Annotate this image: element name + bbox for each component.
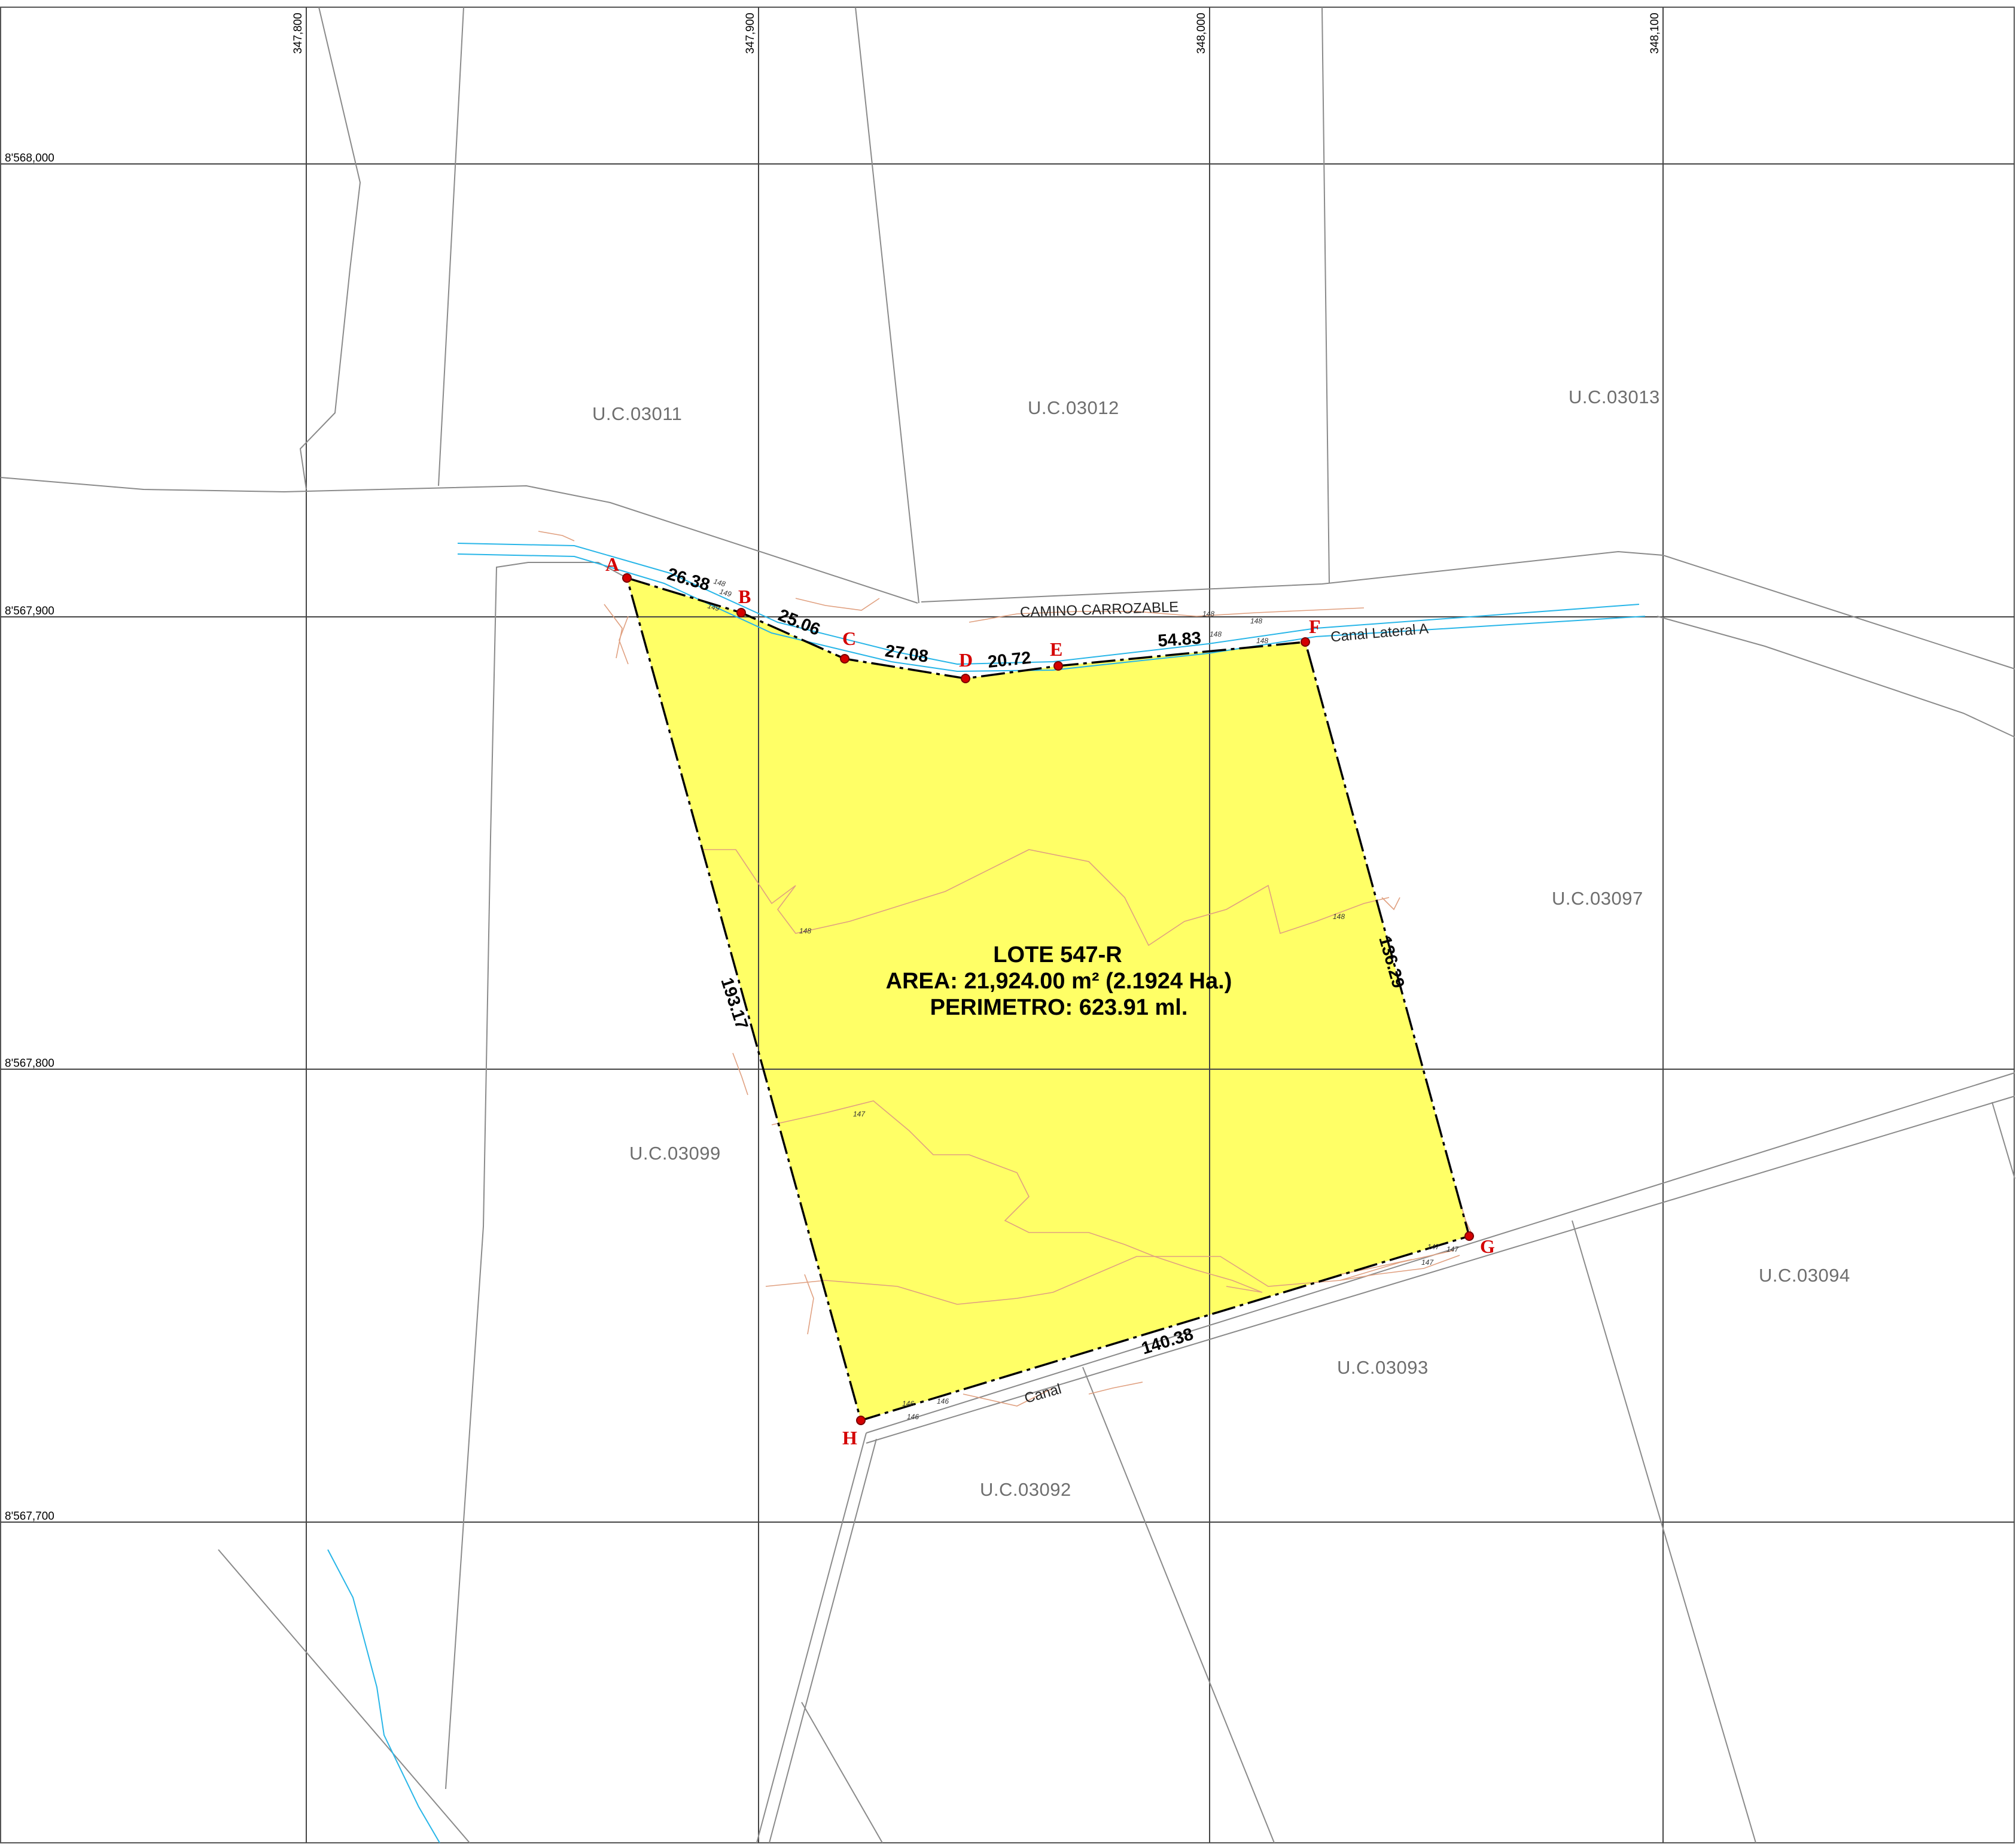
vertex-f-marker (1301, 637, 1310, 647)
lot-polygon (627, 578, 1469, 1420)
vertex-h-marker (856, 1416, 866, 1425)
contour-label: 147 (1421, 1258, 1434, 1267)
contour-label: 148 (1202, 610, 1214, 618)
vertex-e-marker (1053, 661, 1063, 671)
contour-label: 148 (1256, 637, 1268, 645)
easting-label: 348,100 (1649, 13, 1661, 54)
side-length-ef: 54.83 (1157, 629, 1202, 651)
easting-label: 347,800 (292, 13, 304, 54)
northing-label: 8'568,000 (5, 152, 54, 165)
canal-lateral-label: Canal Lateral A (1330, 620, 1429, 645)
lot-perimeter: PERIMETRO: 623.91 ml. (930, 995, 1188, 1020)
vertex-label-f: F (1309, 616, 1321, 637)
parcel-label: U.C.03011 (592, 403, 682, 424)
contour-label: 148 (799, 927, 811, 935)
contour-label: 147 (1427, 1243, 1440, 1251)
vertex-label-a: A (605, 553, 619, 575)
parcel-label: U.C.03099 (629, 1143, 721, 1164)
parcel-label: U.C.03012 (1028, 397, 1119, 418)
vertex-label-b: B (738, 586, 751, 607)
side-length-de: 20.72 (987, 649, 1033, 672)
contour-label: 146 (937, 1397, 949, 1405)
vertex-g-marker (1464, 1231, 1474, 1241)
parcel-label: U.C.03092 (980, 1479, 1071, 1500)
parcel-label: U.C.03093 (1337, 1357, 1429, 1378)
map-frame (0, 7, 2015, 1843)
water-channels (327, 543, 1646, 1843)
easting-label: 348,000 (1195, 13, 1208, 54)
contour-label: 148 (1333, 912, 1345, 921)
coordinate-grid (1, 7, 2015, 1843)
contour-lines (538, 531, 1472, 1407)
contour-label: 147 (1446, 1245, 1459, 1253)
contour-label: 146 (902, 1399, 914, 1408)
vertex-label-g: G (1480, 1236, 1495, 1257)
lot-title: LOTE 547-R (993, 942, 1122, 967)
vertex-a-marker (622, 573, 632, 583)
contour-label: 146 (907, 1413, 919, 1421)
parcel-label: U.C.03094 (1759, 1265, 1850, 1286)
vertex-c-marker (840, 654, 849, 664)
contour-label: 147 (853, 1110, 866, 1118)
lot-area: AREA: 21,924.00 m² (2.1924 Ha.) (886, 969, 1232, 994)
canal-label: Canal (1023, 1381, 1064, 1407)
vertex-markers (622, 573, 1474, 1425)
contour-label: 148 (1250, 617, 1262, 625)
parcel-boundaries (0, 7, 2015, 1843)
side-length-cd: 27.08 (884, 641, 929, 667)
vertex-label-c: C (842, 628, 856, 649)
vertex-label-h: H (842, 1427, 857, 1449)
vertex-b-marker (736, 608, 746, 617)
vertex-label-d: D (959, 649, 973, 671)
contour-label: 149 (718, 587, 732, 598)
contour-label: 148 (1210, 630, 1222, 638)
contour-label: 148 (712, 577, 726, 588)
parcel-label: U.C.03097 (1552, 888, 1643, 909)
vertex-d-marker (961, 674, 970, 683)
side-length-ab: 26.38 (665, 564, 712, 595)
northing-label: 8'567,700 (5, 1510, 54, 1523)
contour-label: 149 (706, 601, 720, 613)
easting-label: 347,900 (744, 13, 757, 54)
parcel-label: U.C.03013 (1569, 387, 1660, 407)
vertex-label-e: E (1050, 638, 1062, 660)
northing-label: 8'567,800 (5, 1057, 54, 1070)
northing-label: 8'567,900 (5, 605, 54, 617)
